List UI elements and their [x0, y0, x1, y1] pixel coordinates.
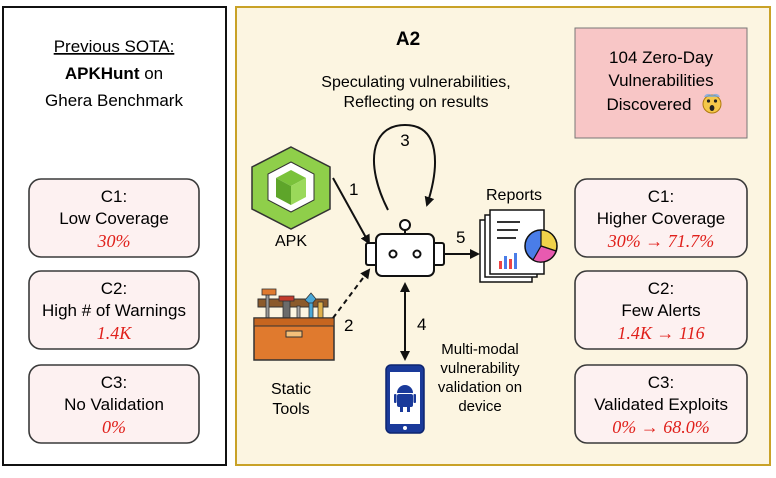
left-panel: Previous SOTA: APKHunt on Ghera Benchmar…: [2, 6, 227, 466]
validation-line-3: validation on: [438, 379, 522, 396]
card-value: 1.4K → 116: [617, 323, 704, 343]
main-title: A2: [396, 29, 420, 50]
validation-line-2: vulnerability: [440, 360, 520, 377]
apk-cube-icon: [251, 146, 331, 230]
validation-line-1: Multi-modal: [441, 341, 519, 358]
card-value: 30%: [97, 231, 131, 251]
result-card-1: C1: Higher Coverage 30% → 71.7%: [574, 178, 748, 258]
android-phone-icon: [385, 364, 425, 434]
callout-line-1: 104 Zero-Day: [609, 48, 713, 67]
callout-line-3: Discovered: [606, 95, 691, 114]
card-label: C3:: [101, 373, 127, 392]
reports-label: Reports: [486, 187, 542, 204]
step-5-label: 5: [456, 228, 465, 247]
apk-to-agent-arrow: [332, 177, 370, 245]
card-label: C2:: [101, 279, 127, 298]
callout-line-2: Vulnerabilities: [608, 71, 713, 90]
card-label: C1:: [101, 187, 127, 206]
challenge-card-2: C2: High # of Warnings 1.4K: [28, 270, 200, 350]
card-desc: No Validation: [64, 395, 164, 414]
result-card-3: C3: Validated Exploits 0% → 68.0%: [574, 364, 748, 444]
speculating-line-2: Reflecting on results: [344, 94, 489, 111]
benchmark-heading: Ghera Benchmark: [45, 91, 183, 110]
toolbox-icon: [253, 288, 335, 361]
main-panel: A2 104 Zero-Day Vulnerabilities Discover…: [235, 6, 771, 466]
zero-day-callout: 104 Zero-Day Vulnerabilities Discovered: [574, 27, 748, 139]
apkhunt-heading: APKHunt on: [65, 64, 163, 83]
card-desc: Higher Coverage: [597, 209, 726, 228]
card-value: 1.4K: [97, 323, 133, 343]
speculating-line-1: Speculating vulnerabilities,: [321, 74, 510, 91]
challenge-card-3: C3: No Validation 0%: [28, 364, 200, 444]
validation-line-4: device: [458, 398, 501, 415]
challenge-card-1: C1: Low Coverage 30%: [28, 178, 200, 258]
pie-chart-icon: [524, 229, 558, 263]
card-value: 0% → 68.0%: [612, 417, 710, 437]
previous-sota-heading: Previous SOTA:: [54, 37, 175, 56]
agent-robot-icon: [365, 219, 445, 277]
tools-to-agent-arrow: [332, 268, 371, 319]
card-desc: High # of Warnings: [42, 301, 186, 320]
step-1-label: 1: [349, 180, 358, 199]
card-value: 0%: [102, 417, 126, 437]
static-label: Static: [271, 381, 311, 398]
shocked-face-icon: [702, 93, 722, 114]
reflection-loop-arrow: [372, 123, 436, 211]
tools-label: Tools: [272, 401, 309, 418]
card-desc: Validated Exploits: [594, 395, 728, 414]
apk-label: APK: [275, 233, 307, 250]
step-2-label: 2: [344, 316, 353, 335]
card-desc: Low Coverage: [59, 209, 169, 228]
card-label: C3:: [648, 373, 674, 392]
result-card-2: C2: Few Alerts 1.4K → 116: [574, 270, 748, 350]
card-desc: Few Alerts: [621, 301, 700, 320]
card-value: 30% → 71.7%: [607, 231, 715, 251]
step-3-label: 3: [400, 131, 409, 150]
card-label: C1:: [648, 187, 674, 206]
card-label: C2:: [648, 279, 674, 298]
step-4-label: 4: [417, 315, 426, 334]
